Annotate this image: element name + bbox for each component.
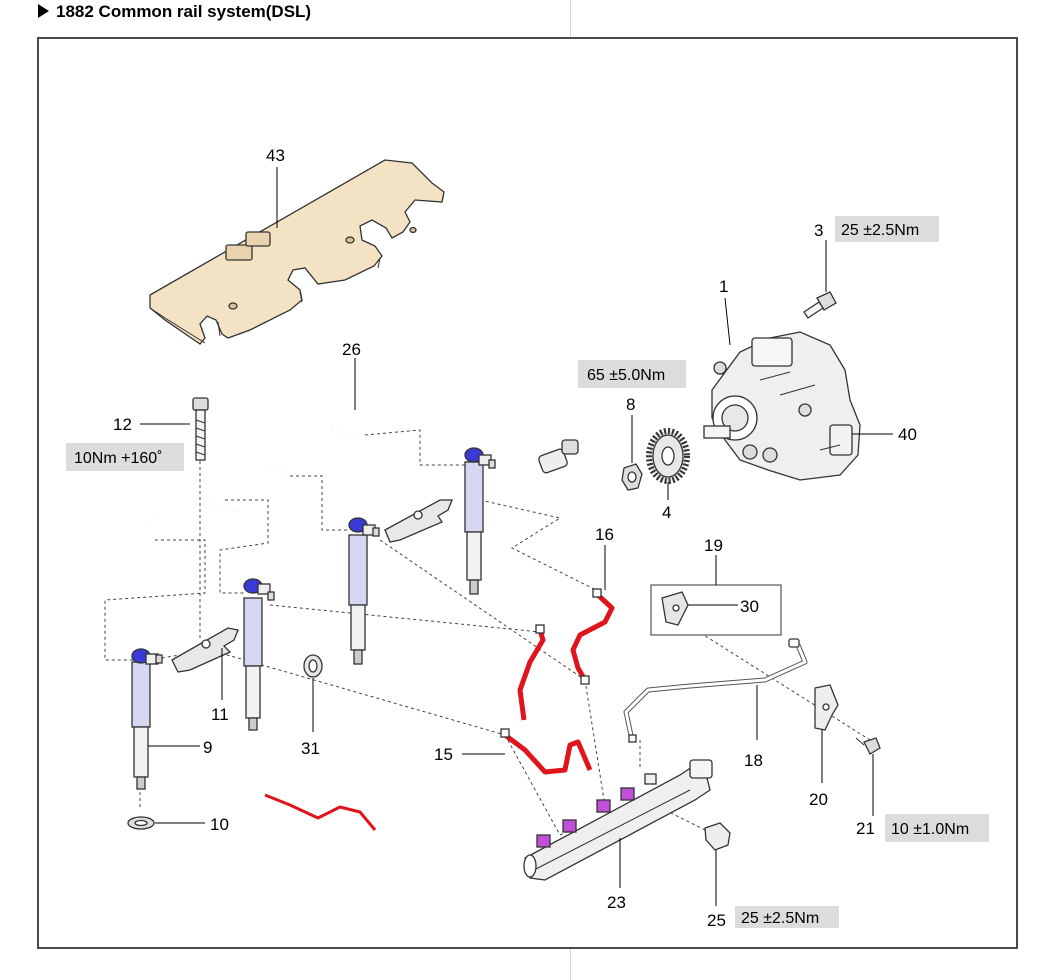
injector-2-part[interactable] [243, 578, 275, 731]
injector-3-part[interactable] [348, 517, 380, 665]
callout-4: 4 [662, 503, 671, 522]
page-title-text: 1882 Common rail system(DSL) [56, 2, 312, 21]
common-rail-part[interactable] [523, 759, 713, 881]
triangle-bullet-icon [38, 4, 49, 18]
callout-21: 21 [856, 819, 875, 838]
bolt-3-part[interactable] [803, 291, 837, 319]
torque-spec-bolt-12: 10Nm +160˚ [74, 450, 163, 467]
gear-4-part[interactable] [646, 428, 690, 484]
page-title: 1882 Common rail system(DSL) [38, 2, 311, 22]
callout-19: 19 [704, 536, 723, 555]
washer-10-part[interactable] [127, 816, 155, 830]
callout-25: 25 [707, 911, 726, 930]
bolt-12-part[interactable] [192, 397, 209, 461]
hp-pipe-loose-part[interactable] [264, 793, 377, 831]
callout-9: 9 [203, 738, 212, 757]
torque-spec-bolt-21: 10 ±1.0Nm [891, 821, 969, 838]
fuel-pump-part[interactable] [703, 331, 861, 481]
bolt-25-part[interactable] [704, 822, 731, 870]
clamp-upper-part[interactable] [384, 499, 453, 543]
clamp-11-part[interactable] [171, 627, 239, 673]
bolt-21-part[interactable] [855, 737, 881, 755]
fuel-pipe-18-part[interactable] [623, 638, 808, 743]
diagram-frame [37, 37, 1018, 949]
callout-15: 15 [434, 745, 453, 764]
spec-bg-bolt-21 [885, 814, 989, 842]
callout-1: 1 [719, 277, 728, 296]
injector-1-part[interactable] [131, 648, 163, 790]
spec-bg-bolt-25 [735, 906, 839, 928]
callout-18: 18 [744, 751, 763, 770]
oring-31-part[interactable] [303, 654, 323, 678]
callout-11: 11 [211, 705, 229, 724]
callout-16: 16 [595, 525, 614, 544]
callout-40: 40 [898, 425, 917, 444]
callout-31: 31 [301, 739, 320, 758]
spec-bg-bolt-12 [66, 443, 184, 471]
bracket-20-part[interactable] [814, 684, 839, 731]
nut-8-part[interactable] [621, 463, 643, 491]
callout-12: 12 [113, 415, 132, 434]
callout-23: 23 [607, 893, 626, 912]
torque-spec-bolt-3: 25 ±2.5Nm [841, 222, 919, 239]
hp-pipe-16-part[interactable] [570, 588, 615, 685]
callout-30: 30 [740, 597, 759, 616]
hp-pipe-15-part[interactable] [500, 624, 593, 775]
injector-4-part[interactable] [464, 447, 496, 595]
callout-8: 8 [626, 395, 635, 414]
kit-19-box[interactable] [650, 584, 782, 636]
page-seam-bottom [570, 949, 571, 980]
callout-43: 43 [266, 146, 285, 165]
callout-10: 10 [210, 815, 229, 834]
spec-bg-bolt-3 [835, 216, 939, 242]
torque-spec-nut-8: 65 ±5.0Nm [587, 367, 665, 384]
return-hose-part[interactable] [150, 370, 579, 547]
torque-spec-bolt-25: 25 ±2.5Nm [741, 910, 819, 927]
callout-20: 20 [809, 790, 828, 809]
page-seam-top [570, 0, 571, 37]
engine-cover-part[interactable] [149, 159, 445, 345]
callout-3: 3 [814, 221, 823, 240]
callout-26: 26 [342, 340, 361, 359]
spec-bg-nut-8 [578, 360, 686, 388]
